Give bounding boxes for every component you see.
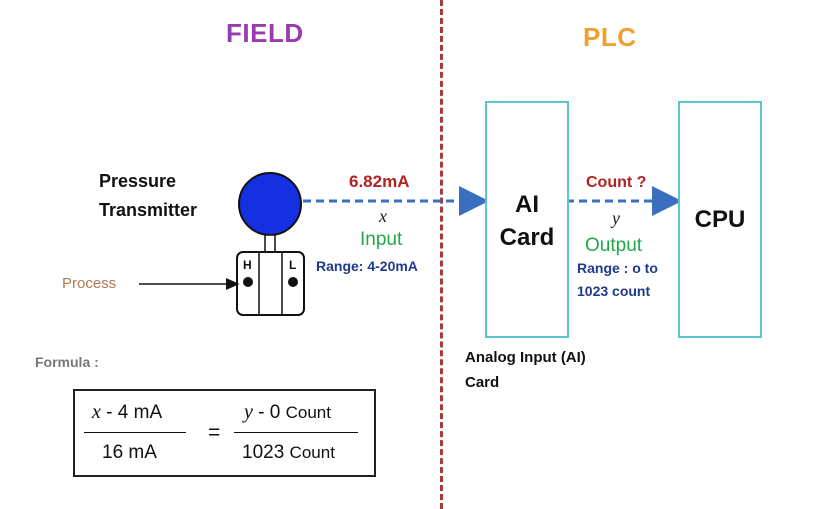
- input-signal-name: Input: [360, 229, 403, 250]
- ai-card-label-line2: Card: [499, 224, 555, 251]
- low-port-label: L: [289, 258, 297, 272]
- ai-card-box: [485, 101, 569, 338]
- ai-card-caption-line2: Card: [465, 374, 500, 391]
- formula-box: [73, 389, 376, 477]
- formula-right-numerator-rest: - 0: [252, 402, 286, 423]
- input-variable: x: [379, 206, 387, 226]
- formula-y-variable: y: [244, 401, 253, 423]
- formula-right-fraction-line: [234, 432, 358, 433]
- process-label: Process: [62, 275, 117, 292]
- output-signal-name: Output: [585, 235, 643, 256]
- output-range-line2: 1023 count: [577, 283, 651, 299]
- high-port-label: H: [243, 258, 252, 272]
- formula-right-denominator: 1023 Count: [242, 442, 335, 464]
- formula-left-fraction-line: [84, 432, 186, 433]
- formula-left-denominator: 16 mA: [102, 442, 157, 463]
- cpu-label: CPU: [694, 206, 746, 233]
- formula-label: Formula :: [35, 354, 99, 370]
- formula-left-numerator-rest: - 4 mA: [100, 402, 163, 423]
- field-plc-divider: [440, 0, 443, 509]
- formula-right-numerator-unit: Count: [285, 403, 331, 422]
- output-variable: y: [612, 208, 620, 228]
- field-section-title: FIELD: [226, 18, 304, 48]
- ai-card-label-line1: AI: [515, 191, 539, 218]
- transmitter-label-line2: Transmitter: [99, 200, 198, 220]
- formula-equals: =: [208, 421, 221, 444]
- plc-section-title: PLC: [583, 22, 637, 52]
- transmitter-label-line1: Pressure: [99, 171, 177, 191]
- formula-x-variable: x: [92, 401, 101, 423]
- output-range-line1: Range : o to: [577, 260, 658, 276]
- formula-right-denominator-unit: Count: [289, 443, 335, 462]
- formula-right-numerator: y - 0 Count: [244, 401, 331, 424]
- formula-right-denominator-value: 1023: [242, 442, 290, 463]
- low-port-icon: [288, 277, 298, 287]
- cpu-box: [678, 101, 762, 338]
- output-signal-value: Count ?: [586, 174, 647, 191]
- transmitter-stem-icon: [264, 234, 276, 254]
- transmitter-head-icon: [238, 172, 302, 236]
- input-signal-value: 6.82mA: [349, 172, 410, 191]
- high-port-icon: [243, 277, 253, 287]
- input-range: Range: 4-20mA: [316, 258, 418, 274]
- ai-card-caption-line1: Analog Input (AI): [465, 349, 586, 366]
- formula-left-numerator: x - 4 mA: [92, 401, 162, 424]
